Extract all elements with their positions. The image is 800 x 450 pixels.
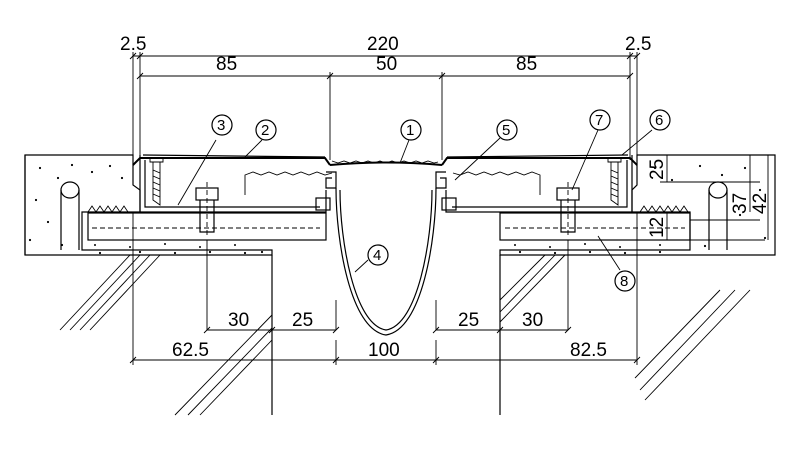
right-spring xyxy=(639,205,689,213)
grout-stipple xyxy=(94,243,661,248)
center-cover xyxy=(329,160,443,166)
dim-cover-center: 50 xyxy=(376,54,397,75)
left-frame xyxy=(139,155,327,213)
right-concrete-slab xyxy=(499,154,776,256)
left-concrete-slab xyxy=(24,154,273,256)
callout-6: 6 xyxy=(655,112,663,129)
seal-membrane xyxy=(335,187,437,336)
callout-2: 2 xyxy=(261,122,269,139)
callout-3: 3 xyxy=(217,117,225,134)
dim-cover-left: 85 xyxy=(216,54,237,75)
dim-bottom-left-30: 30 xyxy=(228,310,249,331)
dim-right-mid: 37 xyxy=(730,193,751,214)
dimension-lines xyxy=(129,52,775,365)
left-cover-plate xyxy=(132,154,331,166)
left-clip xyxy=(315,171,337,211)
dim-bottom-left-25: 25 xyxy=(292,310,313,331)
callout-4: 4 xyxy=(373,247,381,264)
callouts: 1 2 3 4 5 6 7 8 xyxy=(177,109,671,292)
wall-hatching xyxy=(59,254,751,416)
right-clip xyxy=(435,171,457,211)
callout-7: 7 xyxy=(595,112,603,129)
dim-right-upper: 25 xyxy=(647,159,668,180)
dim-right-total: 42 xyxy=(750,193,771,214)
right-cover-plate xyxy=(441,154,638,166)
right-frame xyxy=(445,155,633,213)
dim-bottom-right-25: 25 xyxy=(458,310,479,331)
callout-1: 1 xyxy=(406,122,414,139)
dim-bottom-right-total: 82.5 xyxy=(570,340,607,361)
left-bolt xyxy=(195,182,219,238)
dim-top-total: 220 xyxy=(367,34,399,55)
dim-bottom-right-30: 30 xyxy=(522,310,543,331)
right-inner-sheet xyxy=(452,171,541,195)
dimension-labels: 2.5 220 2.5 85 50 85 25 37 42 12 30 25 2… xyxy=(120,34,771,361)
dim-top-right-gap: 2.5 xyxy=(625,34,651,55)
right-bolt xyxy=(556,182,580,238)
dim-cover-right: 85 xyxy=(516,54,537,75)
right-screw xyxy=(607,157,622,206)
dim-bottom-left-total: 62.5 xyxy=(172,340,209,361)
concrete-stipple xyxy=(28,163,767,255)
left-inner-sheet xyxy=(244,171,333,195)
dim-bottom-center: 100 xyxy=(368,340,400,361)
callout-5: 5 xyxy=(502,122,510,139)
dim-right-lower: 12 xyxy=(647,217,668,238)
right-base-plate xyxy=(499,212,691,241)
left-screw xyxy=(149,157,164,206)
callout-8: 8 xyxy=(620,273,628,290)
left-spring xyxy=(87,205,129,213)
dim-top-left-gap: 2.5 xyxy=(120,34,146,55)
